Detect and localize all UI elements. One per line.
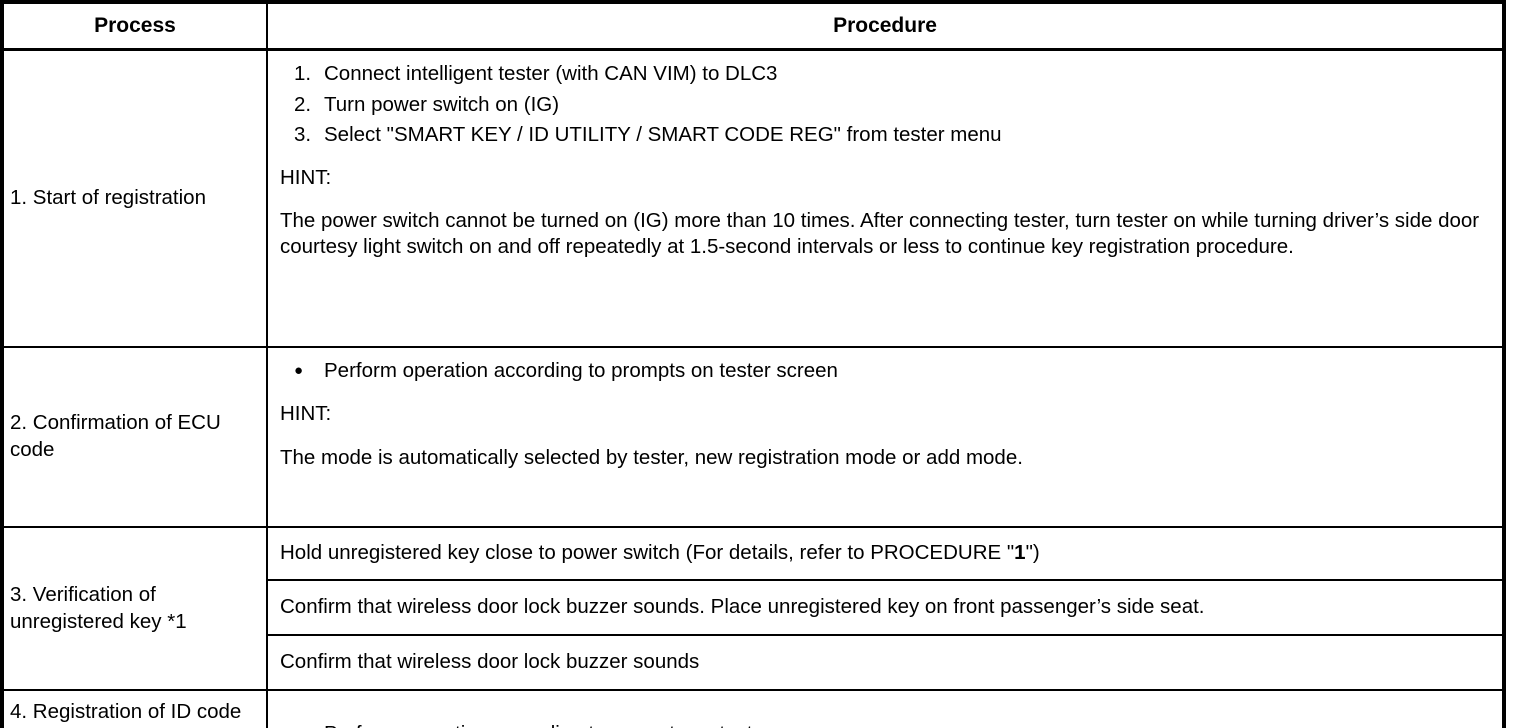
- table-row: Confirm that wireless door lock buzzer s…: [2, 579, 1505, 636]
- list-item: 1. Connect intelligent tester (with CAN …: [280, 61, 1492, 88]
- procedure-text-suffix: "): [1025, 541, 1040, 565]
- procedure-cell-4: ● Perform operation according to prompts…: [266, 689, 1505, 728]
- step-number: 3.: [294, 123, 312, 147]
- step-text: Select "SMART KEY / ID UTILITY / SMART C…: [324, 123, 1002, 147]
- procedure-text: Hold unregistered key close to power swi…: [280, 540, 1492, 567]
- hint-label: HINT:: [280, 401, 332, 425]
- process-cell-4: 4. Registration of ID code: [1, 689, 268, 728]
- bullet-icon: ●: [294, 362, 304, 379]
- procedure-text: Confirm that wireless door lock buzzer s…: [280, 595, 1205, 619]
- process-cell-3: 3. Verification of unregistered key *1: [1, 526, 268, 691]
- procedure-cell-3c: Confirm that wireless door lock buzzer s…: [266, 634, 1505, 691]
- procedure-text: Confirm that wireless door lock buzzer s…: [280, 650, 700, 674]
- step-text: Turn power switch on (IG): [324, 92, 560, 116]
- list-item: ● Perform operation according to prompts…: [280, 721, 1492, 728]
- procedure-reference-number: 1: [1014, 541, 1026, 565]
- table-row: 1. Start of registration 1. Connect inte…: [1, 48, 1505, 348]
- bullet-icon: ●: [294, 721, 324, 728]
- table-row: 2. Confirmation of ECU code ● Perform op…: [1, 346, 1505, 528]
- table-header-row: Process Procedure: [1, 1, 1505, 51]
- numbered-step-list: 1. Connect intelligent tester (with CAN …: [280, 61, 1492, 149]
- procedure-cell-3b: Confirm that wireless door lock buzzer s…: [266, 579, 1505, 636]
- bullet-list: ● Perform operation according to prompts…: [280, 358, 1492, 385]
- list-item: ● Perform operation according to prompts…: [280, 358, 1492, 385]
- step-number: 1.: [294, 62, 312, 85]
- bullet-list: ● Perform operation according to prompts…: [280, 721, 1492, 728]
- table-row: 3. Verification of unregistered key *1 H…: [1, 526, 1505, 691]
- table-row: 4. Registration of ID code ● Perform ope…: [1, 689, 1505, 728]
- list-item: 2. Turn power switch on (IG): [280, 92, 1492, 119]
- list-item: 3. Select "SMART KEY / ID UTILITY / SMAR…: [280, 122, 1492, 149]
- process-cell-1: 1. Start of registration: [1, 48, 268, 348]
- step-number: 2.: [294, 92, 312, 116]
- bullet-text: Perform operation according to prompts o…: [324, 721, 1492, 728]
- hint-label: HINT:: [280, 165, 332, 189]
- procedure-cell-1: 1. Connect intelligent tester (with CAN …: [266, 48, 1505, 348]
- column-header-procedure: Procedure: [266, 1, 1505, 51]
- procedure-cell-3a: Hold unregistered key close to power swi…: [266, 526, 1505, 581]
- procedure-text-prefix: Hold unregistered key close to power swi…: [280, 541, 1015, 565]
- table-row: Confirm that wireless door lock buzzer s…: [2, 634, 1505, 691]
- hint-body: The power switch cannot be turned on (IG…: [280, 208, 1480, 259]
- step-text: Connect intelligent tester (with CAN VIM…: [324, 62, 778, 85]
- hint-body: The mode is automatically selected by te…: [280, 446, 1023, 470]
- column-header-process: Process: [1, 1, 268, 51]
- bullet-text: Perform operation according to prompts o…: [324, 359, 838, 382]
- procedure-cell-2: ● Perform operation according to prompts…: [266, 346, 1505, 528]
- process-cell-2: 2. Confirmation of ECU code: [1, 346, 268, 528]
